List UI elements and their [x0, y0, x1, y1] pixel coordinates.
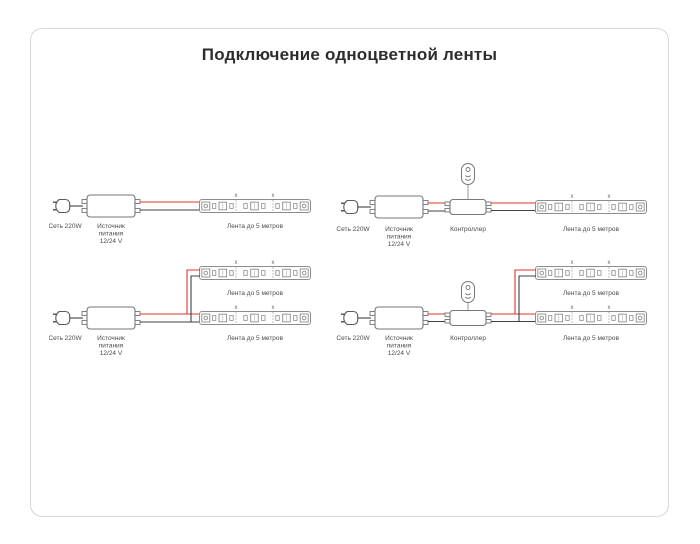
cut-mark: x	[571, 194, 574, 200]
remote-icon	[461, 281, 475, 303]
cut-mark: x	[571, 305, 574, 311]
diagram-psu-controller-dual-strip: x x Лента до 5 метров x x Сеть 220W Исто…	[336, 260, 647, 357]
strip-label: Лента до 5 метров	[227, 335, 284, 342]
psu-label-line2: питания	[99, 343, 124, 350]
wire-red	[140, 269, 200, 315]
power-supply-icon	[369, 195, 429, 219]
diagram-psu-controller-single-strip: x x Сеть 220W Источник питания 12/24 V К…	[336, 163, 647, 248]
psu-label-line1: Источник	[385, 335, 413, 342]
led-strip-icon	[535, 200, 647, 214]
psu-label-line3: 12/24 V	[100, 350, 123, 357]
power-supply-icon	[81, 306, 141, 330]
controller-icon	[444, 198, 492, 216]
wire-black	[491, 275, 536, 323]
led-strip-icon	[199, 311, 311, 325]
led-strip-icon	[535, 311, 647, 325]
power-supply-icon	[81, 194, 141, 218]
plug-icon	[52, 310, 80, 326]
strip-label: Лента до 5 метров	[563, 335, 620, 342]
strip-label: Лента до 5 метров	[563, 290, 620, 297]
strip-label: Лента до 5 метров	[227, 290, 284, 297]
remote-icon	[461, 163, 475, 185]
psu-label-line2: питания	[387, 343, 412, 350]
psu-label-line3: 12/24 V	[388, 241, 411, 248]
controller-label: Контроллер	[450, 226, 486, 233]
cut-mark: x	[272, 193, 275, 199]
cut-mark: x	[608, 305, 611, 311]
power-supply-icon	[369, 306, 429, 330]
wire-black	[140, 275, 200, 323]
cut-mark: x	[235, 260, 238, 266]
psu-label-line1: Источник	[385, 226, 413, 233]
psu-label-line2: питания	[387, 234, 412, 241]
cut-mark: x	[608, 194, 611, 200]
mains-label: Сеть 220W	[336, 226, 370, 233]
cut-mark: x	[272, 260, 275, 266]
led-strip-icon	[199, 266, 311, 280]
mains-label: Сеть 220W	[49, 335, 82, 342]
cut-mark: x	[272, 305, 275, 311]
plug-icon	[340, 310, 368, 326]
controller-icon	[444, 309, 492, 327]
psu-label-line3: 12/24 V	[388, 350, 411, 357]
controller-label: Контроллер	[450, 335, 486, 342]
led-strip-icon	[199, 199, 311, 213]
psu-label-line1: Источник	[97, 335, 125, 342]
diagram-psu-single-strip: x x Сеть 220W Источник питания 12/24 V Л…	[49, 193, 311, 245]
cut-mark: x	[235, 193, 238, 199]
psu-label-line2: питания	[99, 231, 124, 238]
mains-label: Сеть 220W	[336, 335, 370, 342]
led-strip-icon	[535, 266, 647, 280]
strip-label: Лента до 5 метров	[227, 223, 284, 230]
psu-label-line3: 12/24 V	[100, 238, 123, 245]
psu-label-line1: Источник	[97, 223, 125, 230]
plug-icon	[340, 199, 368, 215]
mains-label: Сеть 220W	[49, 223, 82, 230]
cut-mark: x	[571, 260, 574, 266]
page-title: Подключение одноцветной ленты	[201, 45, 498, 64]
cut-mark: x	[235, 305, 238, 311]
cut-mark: x	[608, 260, 611, 266]
panel-card: Подключение одноцветной ленты x x Сеть 2…	[30, 28, 669, 517]
plug-icon	[52, 198, 80, 214]
diagram-psu-dual-strip: x x Лента до 5 метров x x Сеть 220W Исто…	[49, 260, 311, 357]
wire-red	[491, 269, 536, 315]
strip-label: Лента до 5 метров	[563, 226, 620, 233]
